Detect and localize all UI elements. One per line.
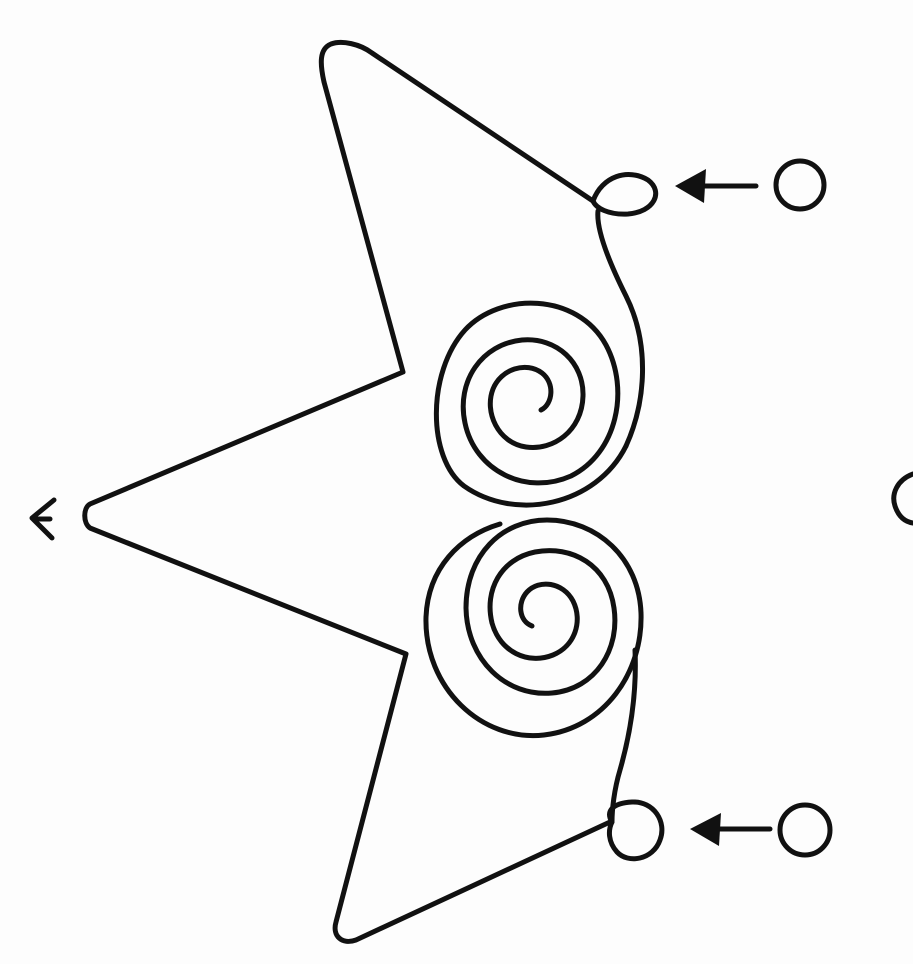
lower-connector xyxy=(612,650,635,822)
right-edge-partial-mark xyxy=(894,474,913,523)
star-outline xyxy=(85,42,610,941)
lower-spiral xyxy=(426,520,641,736)
bottom-loop xyxy=(609,802,661,859)
bottom-arrow-icon xyxy=(690,813,721,846)
bottom-ring xyxy=(780,805,830,855)
top-ring xyxy=(776,161,824,209)
upper-spiral xyxy=(436,303,626,505)
top-arrow-icon xyxy=(675,169,706,203)
upper-connector xyxy=(598,211,643,446)
top-loop xyxy=(593,175,656,215)
